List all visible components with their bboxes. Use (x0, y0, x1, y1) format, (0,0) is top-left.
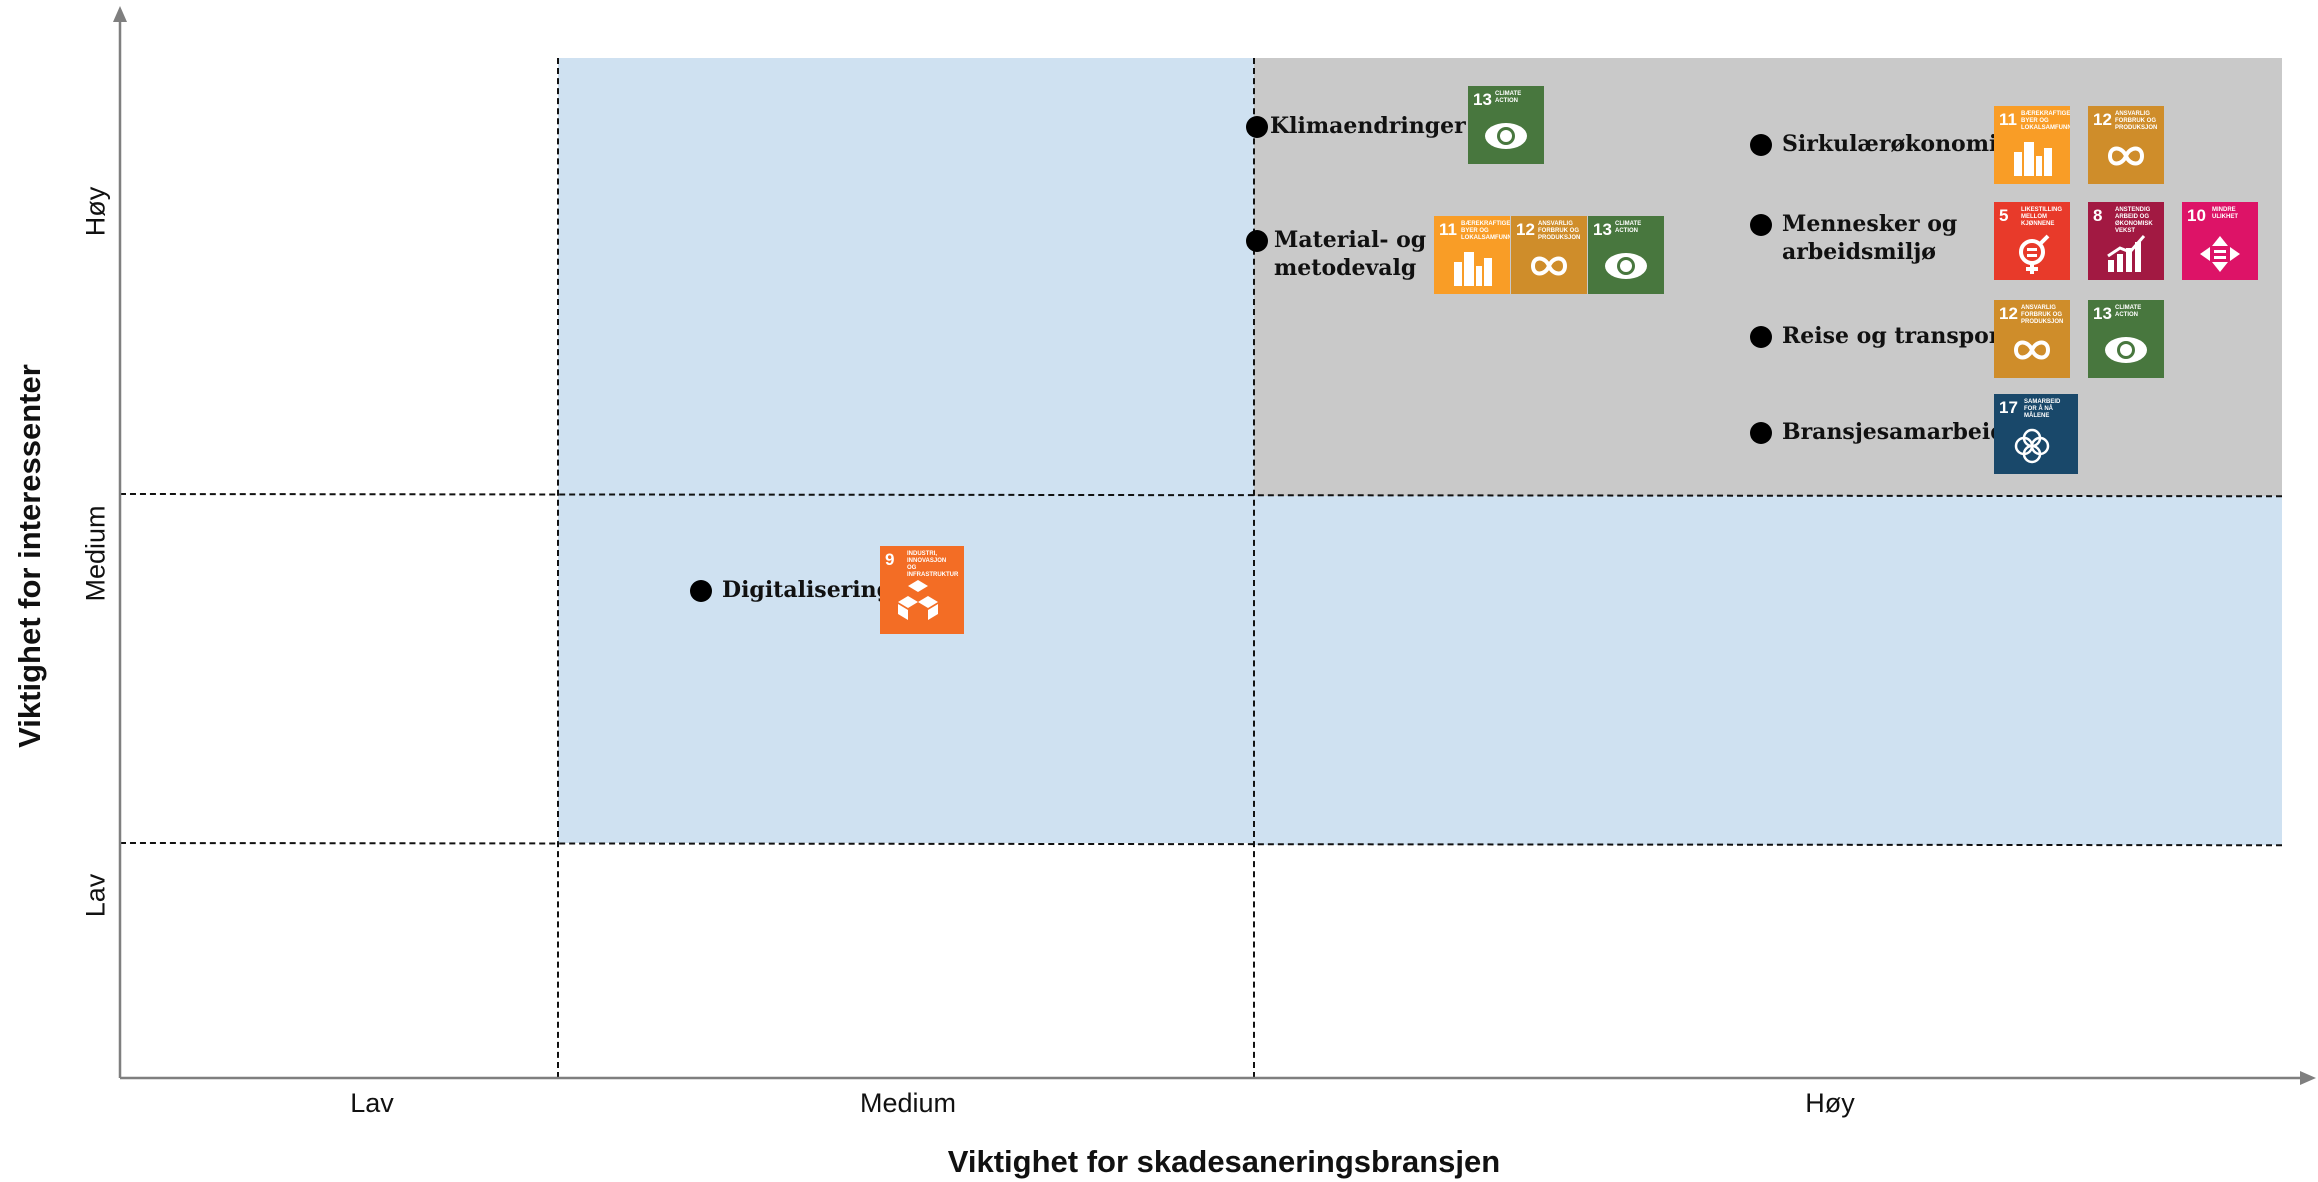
sdg-13-tile: 13Climate action (1588, 216, 1664, 294)
sdg-number: 9 (885, 550, 895, 569)
sdg-11-tile: 11Bærekraftige byer og lokalsamfunn (1994, 106, 2070, 184)
topic-label: Bransjesamarbeid (1782, 419, 2006, 445)
y-tick-medium: Medium (80, 505, 111, 602)
topic-reise-og-transport: Reise og transport (1750, 322, 2011, 350)
grid-line-vertical-1 (557, 58, 559, 1078)
sdg-caption: Likestilling mellom kjønnene (2021, 207, 2062, 227)
sdg-caption: Mindre ulikhet (2212, 207, 2238, 220)
sdg-number: 13 (1473, 90, 1492, 109)
sdg-12-tile: 12Ansvarlig forbruk og produksjon (1511, 216, 1587, 294)
topic-mennesker-og-arbeidsmiljo: Mennesker og arbeidsmiljø (1750, 210, 1957, 266)
x-axis-arrow (2300, 1071, 2316, 1085)
topic-material-og-metodevalg: Material- og metodevalg (1246, 226, 1426, 282)
sdg-number: 10 (2187, 206, 2206, 225)
sdg-caption: Ansvarlig forbruk og produksjon (2115, 111, 2158, 131)
x-tick-hoy: Høy (1805, 1088, 1855, 1118)
grid-line-vertical-2 (1253, 58, 1255, 1078)
topic-label: Digitalisering (722, 577, 893, 603)
x-axis-title: Viktighet for skadesaneringsbransjen (947, 1144, 1501, 1179)
sdg-number: 11 (1439, 220, 1457, 239)
topic-marker (1246, 116, 1268, 138)
y-tick-hoy: Høy (80, 186, 111, 237)
sdg-number: 12 (1516, 220, 1535, 239)
sdg-caption: Bærekraftige byer og lokalsamfunn (1461, 221, 1510, 241)
sdg-5-tile: 5 Likestilling mellom kjønnene (1994, 202, 2070, 280)
topic-label: Mennesker og arbeidsmiljø (1782, 211, 1958, 265)
quadrant-high-medium (1254, 496, 2282, 845)
topic-digitalisering: Digitalisering (690, 576, 892, 604)
sdg-13-tile: 13Climate action (2088, 300, 2164, 378)
topic-bransjesamarbeid: Bransjesamarbeid (1750, 418, 2006, 446)
topic-label: Sirkulærøkonomi (1782, 131, 1998, 157)
sdg-caption: Climate action (1495, 91, 1522, 104)
sdg-number: 12 (2093, 110, 2112, 129)
topic-marker (1750, 134, 1772, 156)
quadrant-medium-high (558, 58, 1254, 494)
sdg-number: 11 (1999, 110, 2017, 129)
sdg-caption: Industri, innovasjon og infrastruktur (907, 551, 959, 578)
y-axis-arrow (113, 6, 127, 22)
sdg-8-tile: 8 Anstendig arbeid og økonomisk vekst (2088, 202, 2164, 280)
sdg-caption: Anstendig arbeid og økonomisk vekst (2115, 207, 2153, 234)
topic-label: Material- og metodevalg (1274, 227, 1427, 281)
sdg-10-tile: 10 Mindre ulikhet (2182, 202, 2258, 280)
topic-marker (1750, 326, 1772, 348)
topic-label: Reise og transport (1782, 323, 2011, 349)
sdg-number: 12 (1999, 304, 2018, 323)
sdg-caption: Ansvarlig forbruk og produksjon (2021, 305, 2064, 325)
sdg-caption: Climate action (1615, 221, 1642, 234)
sdg-caption: Climate action (2115, 305, 2142, 318)
sdg-12-tile: 12Ansvarlig forbruk og produksjon (2088, 106, 2164, 184)
sdg-caption: Samarbeid for å nå målene (2024, 399, 2061, 419)
topic-label: Klimaendringer (1270, 113, 1466, 139)
sdg-13-tile: 13Climate action (1468, 86, 1544, 164)
topic-marker (1750, 422, 1772, 444)
sdg-number: 13 (1593, 220, 1612, 239)
x-tick-medium: Medium (859, 1088, 957, 1118)
sdg-number: 8 (2093, 206, 2103, 225)
sdg-caption: Bærekraftige byer og lokalsamfunn (2021, 111, 2070, 131)
topic-klimaendringer: Klimaendringer (1246, 112, 1466, 140)
sdg-9-tile: 9 Industri, innovasjon og infrastruktur (880, 546, 964, 634)
sdg-number: 17 (1999, 398, 2018, 417)
sdg-12-tile: 12Ansvarlig forbruk og produksjon (1994, 300, 2070, 378)
y-tick-lav: Lav (80, 873, 111, 918)
sdg-17-tile: 17 Samarbeid for å nå målene (1994, 394, 2078, 474)
topic-marker (690, 580, 712, 602)
x-tick-lav: Lav (350, 1088, 394, 1118)
topic-marker (1246, 230, 1268, 252)
topic-sirkulaerokonomi: Sirkulærøkonomi (1750, 130, 1997, 158)
y-axis-title: Viktighet for interessenter (12, 364, 47, 748)
sdg-caption: Ansvarlig forbruk og produksjon (1538, 221, 1581, 241)
sdg-number: 5 (1999, 206, 2009, 225)
sdg-11-tile: 11Bærekraftige byer og lokalsamfunn (1434, 216, 1510, 294)
sdg-number: 13 (2093, 304, 2112, 323)
topic-marker (1750, 214, 1772, 236)
